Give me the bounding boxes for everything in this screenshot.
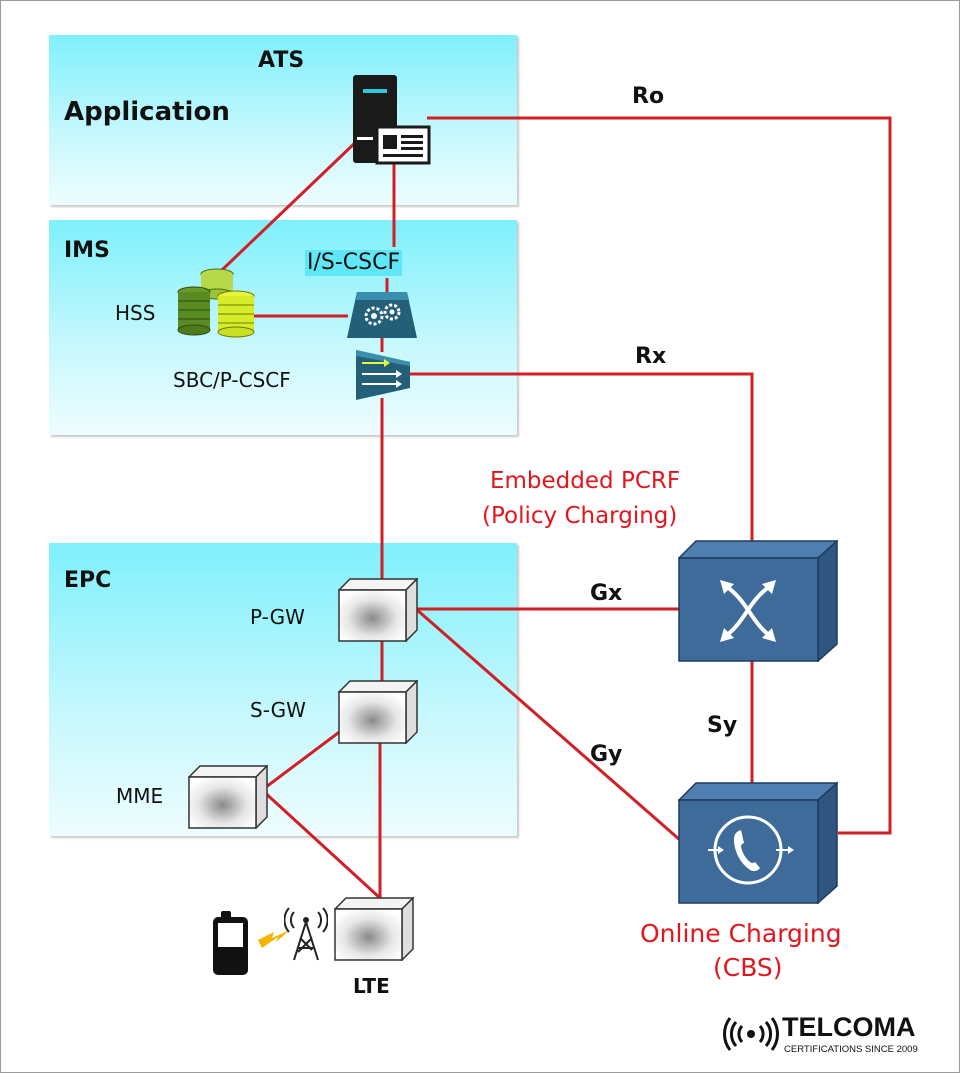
gy-link	[415, 607, 681, 842]
epc-zone	[49, 543, 517, 836]
lightning-icon	[258, 930, 290, 948]
ro-link	[427, 116, 892, 835]
telcoma-logo: TELCOMA CERTIFICATIONS SINCE 2009	[722, 1014, 947, 1058]
ats-server-icon	[353, 75, 431, 165]
sgw-box-icon	[338, 680, 418, 744]
rx-label: Rx	[635, 344, 667, 369]
mme-label: MME	[116, 784, 164, 808]
mme-box-icon	[188, 765, 268, 829]
pcrf-box-icon	[678, 540, 838, 662]
lte-box-icon	[334, 897, 414, 961]
rx-link	[408, 372, 754, 545]
iscscf-label: I/S-CSCF	[305, 250, 403, 276]
pcrf-title: Embedded PCRF	[490, 468, 681, 494]
broadcast-icon	[723, 1017, 779, 1051]
pgw-box-icon	[338, 578, 418, 642]
crossing-arrows-icon	[724, 584, 772, 638]
gears-icon	[347, 292, 417, 338]
arrows-router-icon	[356, 350, 410, 400]
logo-name: TELCOMA	[782, 1012, 916, 1042]
epc-label: EPC	[64, 568, 112, 593]
sgw-mme-link	[261, 728, 343, 792]
cell-tower-icon	[284, 907, 328, 961]
hss-label: HSS	[115, 301, 156, 325]
sgw-label: S-GW	[250, 698, 306, 722]
gx-label: Gx	[590, 581, 623, 606]
lte-label: LTE	[353, 974, 390, 998]
mme-lte-link	[260, 788, 382, 900]
mobile-phone-icon	[213, 911, 248, 975]
cbs-box-icon	[678, 782, 838, 904]
pgw-label: P-GW	[250, 605, 305, 629]
application-zone	[49, 35, 517, 205]
gy-label: Gy	[590, 742, 623, 767]
sy-label: Sy	[707, 713, 738, 738]
ims-zone	[49, 220, 517, 435]
phone-icon	[733, 830, 760, 872]
logo-tagline: CERTIFICATIONS SINCE 2009	[784, 1044, 918, 1055]
cbs-title: Online Charging	[640, 919, 842, 948]
sbc-label: SBC/P-CSCF	[173, 368, 291, 392]
ats-title: ATS	[258, 48, 305, 73]
pcrf-subtitle: (Policy Charging)	[482, 503, 678, 529]
database-stack-icon	[177, 268, 255, 338]
application-label: Application	[64, 97, 230, 127]
ims-label: IMS	[64, 238, 110, 263]
ro-label: Ro	[632, 84, 665, 109]
cbs-subtitle: (CBS)	[713, 953, 783, 982]
ats-hss-link	[220, 138, 360, 272]
